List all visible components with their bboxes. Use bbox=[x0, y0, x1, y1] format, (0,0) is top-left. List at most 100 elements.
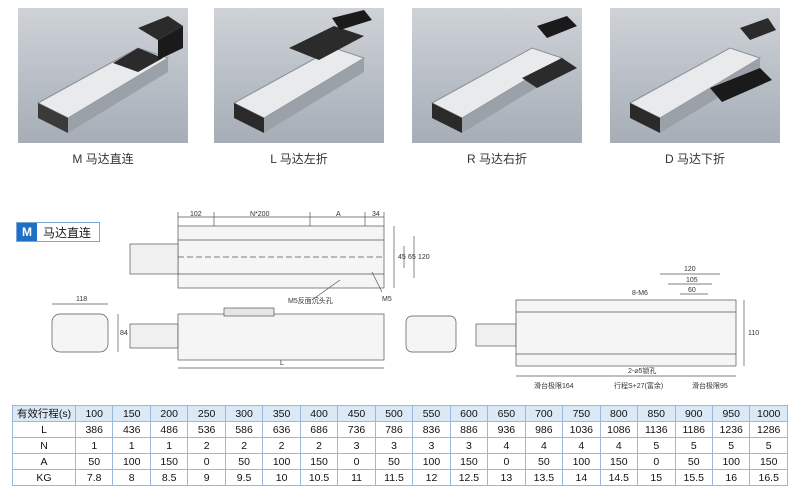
caption-r: R 马达右折 bbox=[466, 152, 527, 166]
table-cell: 1286 bbox=[749, 421, 788, 438]
table-cell: 2 bbox=[299, 437, 339, 454]
table-header-cell: 850 bbox=[637, 405, 676, 422]
technical-drawing bbox=[51, 212, 745, 377]
table-cell: 100 bbox=[711, 453, 751, 470]
product-image-r bbox=[412, 8, 582, 143]
section-label: 马达直连 bbox=[43, 225, 92, 240]
left-dim-1: 84 bbox=[120, 330, 128, 337]
table-cell: 5 bbox=[637, 437, 676, 454]
table-cell: 1236 bbox=[711, 421, 751, 438]
table-header-cell: 400 bbox=[299, 405, 339, 422]
table-cell: 5 bbox=[711, 437, 751, 454]
table-cell: 11 bbox=[337, 469, 376, 486]
table-cell: 1 bbox=[74, 437, 114, 454]
table-cell: 1 bbox=[149, 437, 189, 454]
stroke-label-2: 滑台极限95 bbox=[692, 383, 728, 390]
table-header-cell: 1000 bbox=[749, 405, 788, 422]
table-cell: 50 bbox=[524, 453, 564, 470]
table-cell: 12.5 bbox=[449, 469, 489, 486]
dim-label-3: 34 bbox=[372, 211, 380, 218]
table-cell: 3 bbox=[412, 437, 451, 454]
table-cell: 5 bbox=[674, 437, 713, 454]
table-header-cell: 200 bbox=[149, 405, 189, 422]
table-cell: 4 bbox=[487, 437, 526, 454]
table-cell: 586 bbox=[224, 421, 264, 438]
table-cell: 8 bbox=[112, 469, 151, 486]
table-cell: 15 bbox=[637, 469, 676, 486]
table-cell: 4 bbox=[524, 437, 564, 454]
table-cell: 636 bbox=[262, 421, 301, 438]
table-row-label: N bbox=[12, 437, 76, 454]
product-image-m bbox=[18, 8, 188, 143]
product-image-d bbox=[610, 8, 780, 143]
table-cell: 986 bbox=[524, 421, 564, 438]
table-cell: 486 bbox=[149, 421, 189, 438]
annotation-m5-countersunk: M5反面沉头孔 bbox=[288, 298, 333, 305]
caption-m: M 马达直连 bbox=[72, 152, 134, 166]
table-header-label: 有效行程(s) bbox=[12, 405, 76, 422]
side-dim-2: 120 bbox=[418, 254, 430, 261]
table-cell: 0 bbox=[337, 453, 376, 470]
table-cell: 1036 bbox=[562, 421, 601, 438]
table-cell: 150 bbox=[449, 453, 489, 470]
dim-label-0: 102 bbox=[190, 211, 202, 218]
product-image-l bbox=[214, 8, 384, 143]
right-dim-2: 60 bbox=[688, 287, 696, 294]
table-row-label: KG bbox=[12, 469, 76, 486]
table-header-cell: 350 bbox=[262, 405, 301, 422]
table-cell: 386 bbox=[74, 421, 114, 438]
table-cell: 13 bbox=[487, 469, 526, 486]
table-cell: 12 bbox=[412, 469, 451, 486]
table-header-cell: 100 bbox=[74, 405, 114, 422]
table-cell: 2 bbox=[262, 437, 301, 454]
right-dim-5: 2-⌀5锁孔 bbox=[628, 368, 657, 375]
table-cell: 1 bbox=[112, 437, 151, 454]
stroke-label-0: 滑台极限164 bbox=[534, 383, 574, 390]
side-dim-0: 45 bbox=[398, 254, 406, 261]
annotation-m5: M5 bbox=[382, 296, 392, 303]
right-dim-3: 8-M6 bbox=[632, 290, 648, 297]
table-row-label: L bbox=[12, 421, 76, 438]
table-header-cell: 300 bbox=[224, 405, 264, 422]
table-cell: 7.8 bbox=[74, 469, 114, 486]
table-header-cell: 950 bbox=[711, 405, 751, 422]
table-cell: 9.5 bbox=[224, 469, 264, 486]
table-header-cell: 550 bbox=[412, 405, 451, 422]
table-header-cell: 500 bbox=[374, 405, 414, 422]
section-tag: M 马达直连 bbox=[16, 222, 101, 242]
caption-l: L 马达左折 bbox=[270, 152, 328, 166]
dim-label-1: N*200 bbox=[250, 211, 270, 218]
table-cell: 5 bbox=[749, 437, 788, 454]
stroke-label-1: 行程S+27(富余) bbox=[614, 383, 664, 390]
table-cell: 536 bbox=[187, 421, 226, 438]
table-cell: 50 bbox=[224, 453, 264, 470]
right-dim-4: 110 bbox=[748, 330, 760, 337]
table-header-cell: 600 bbox=[449, 405, 489, 422]
right-dim-1: 105 bbox=[686, 277, 698, 284]
table-cell: 4 bbox=[599, 437, 639, 454]
table-cell: 1186 bbox=[674, 421, 713, 438]
table-cell: 3 bbox=[449, 437, 489, 454]
table-cell: 2 bbox=[187, 437, 226, 454]
table-cell: 13.5 bbox=[524, 469, 564, 486]
table-cell: 100 bbox=[412, 453, 451, 470]
table-cell: 3 bbox=[374, 437, 414, 454]
table-cell: 1086 bbox=[599, 421, 639, 438]
table-header-cell: 250 bbox=[187, 405, 226, 422]
table-cell: 50 bbox=[674, 453, 713, 470]
table-cell: 150 bbox=[749, 453, 788, 470]
table-cell: 836 bbox=[412, 421, 451, 438]
table-cell: 14.5 bbox=[599, 469, 639, 486]
length-label: L bbox=[280, 360, 284, 367]
section-letter: M bbox=[17, 223, 37, 241]
table-cell: 436 bbox=[112, 421, 151, 438]
table-cell: 50 bbox=[74, 453, 114, 470]
table-cell: 10.5 bbox=[299, 469, 339, 486]
table-header-cell: 700 bbox=[524, 405, 564, 422]
table-cell: 100 bbox=[562, 453, 601, 470]
table-header-cell: 650 bbox=[487, 405, 526, 422]
dim-label-2: A bbox=[336, 211, 341, 218]
